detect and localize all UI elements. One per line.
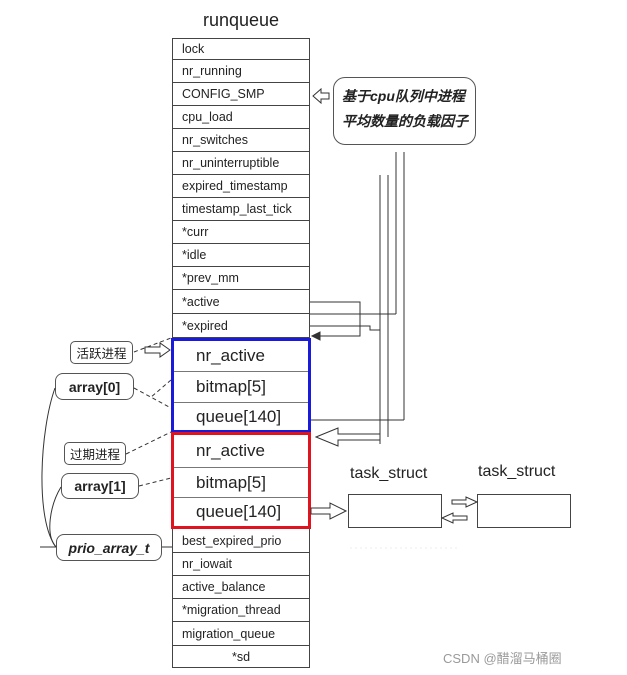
field-expired-timestamp: expired_timestamp <box>172 175 310 198</box>
field-lock: lock <box>172 38 310 60</box>
label-array1: array[1] <box>61 473 139 499</box>
expired-nr-active: nr_active <box>174 435 308 468</box>
expired-queue: queue[140] <box>196 502 282 521</box>
callout-pointer-arrow <box>312 87 330 105</box>
field-sd: *sd <box>172 646 310 668</box>
task-struct-2-title: task_struct <box>478 463 556 480</box>
task-link-back-arrow <box>440 512 468 524</box>
field-active-balance: active_balance <box>172 576 310 599</box>
field-migration-queue: migration_queue <box>172 622 310 646</box>
field-best-expired-prio: best_expired_prio <box>172 529 310 553</box>
field-curr: *curr <box>172 221 310 244</box>
field-expired: *expired <box>172 314 310 338</box>
active-pointer-connector <box>310 301 361 337</box>
task-struct-1-title: task_struct <box>350 465 428 482</box>
label-active-process: 活跃进程 <box>70 341 133 364</box>
active-bitmap: bitmap[5] <box>174 372 308 403</box>
field-config-smp: CONFIG_SMP <box>172 83 310 106</box>
prio-to-array0-curve <box>41 387 57 548</box>
queue-to-task-arrow <box>310 502 348 520</box>
field-active: *active <box>172 290 310 314</box>
active-queue: queue[140] <box>196 406 282 426</box>
field-nr-switches: nr_switches <box>172 129 310 152</box>
task-link-forward-arrow <box>451 496 479 508</box>
expired-hollow-arrow <box>314 427 381 447</box>
expired-bitmap: bitmap[5] <box>174 468 308 498</box>
expired-pointer-connector <box>310 325 380 331</box>
expired-prio-array: nr_active bitmap[5] queue[140] <box>171 432 311 529</box>
task-struct-2-box <box>477 494 571 528</box>
field-migration-thread: *migration_thread <box>172 599 310 622</box>
field-timestamp-last-tick: timestamp_last_tick <box>172 198 310 221</box>
runqueue-title: runqueue <box>202 10 280 30</box>
task-struct-1-box <box>348 494 442 528</box>
label-expired-process: 过期进程 <box>64 442 126 465</box>
active-nr-active: nr_active <box>174 341 308 372</box>
callout-line-2: 平均数量的负载因子 <box>342 113 468 129</box>
watermark: CSDN @醋溜马桶圈 <box>443 651 562 666</box>
field-nr-uninterruptible: nr_uninterruptible <box>172 152 310 175</box>
active-prio-array: nr_active bitmap[5] queue[140] <box>171 338 311 433</box>
active-pointer-arrowhead <box>310 331 321 341</box>
label-prio-array-t: prio_array_t <box>56 534 162 561</box>
callout-line-1: 基于cpu队列中进程 <box>342 88 465 104</box>
field-idle: *idle <box>172 244 310 267</box>
field-nr-running: nr_running <box>172 60 310 83</box>
active-label-arrow <box>144 342 171 358</box>
field-prev-mm: *prev_mm <box>172 267 310 290</box>
label-array0: array[0] <box>55 373 134 400</box>
load-factor-callout: 基于cpu队列中进程 平均数量的负载因子 <box>333 77 476 145</box>
field-nr-iowait: nr_iowait <box>172 553 310 576</box>
prio-to-array1-curve <box>49 486 62 548</box>
field-cpu-load: cpu_load <box>172 106 310 129</box>
